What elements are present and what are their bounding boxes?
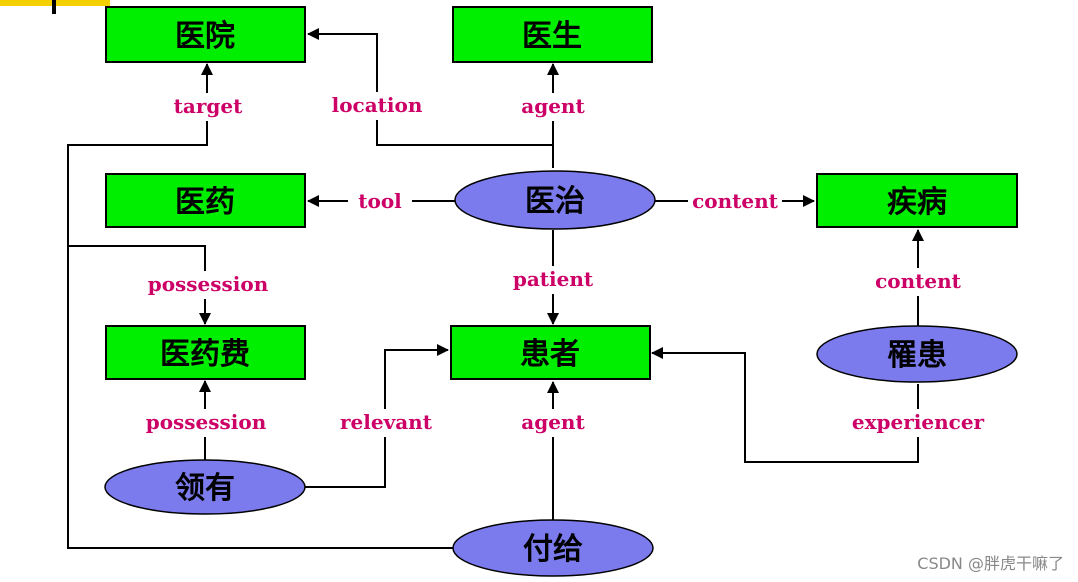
svg-text:疾病: 疾病 bbox=[887, 185, 947, 220]
label-experiencer: experiencer bbox=[852, 410, 985, 434]
label-possession-bottom: possession bbox=[146, 410, 267, 434]
label-agent-top: agent bbox=[521, 94, 585, 118]
svg-text:患者: 患者 bbox=[520, 337, 580, 372]
node-yizhi: 医治 bbox=[454, 170, 656, 230]
node-yisheng: 医生 bbox=[452, 6, 653, 63]
label-content-right: content bbox=[692, 189, 779, 213]
svg-text:医药费: 医药费 bbox=[160, 337, 250, 372]
label-possession-top: possession bbox=[148, 272, 269, 296]
corner-accent-tick bbox=[52, 0, 56, 14]
node-lihuan: 罹患 bbox=[816, 325, 1018, 383]
node-jibing: 疾病 bbox=[816, 173, 1018, 228]
svg-text:领有: 领有 bbox=[175, 471, 235, 506]
label-patient: patient bbox=[513, 267, 594, 291]
node-yiyao: 医药 bbox=[105, 173, 306, 228]
label-relevant: relevant bbox=[340, 410, 433, 434]
svg-text:罹患: 罹患 bbox=[887, 338, 947, 373]
label-location: location bbox=[332, 93, 423, 117]
node-lingyou: 领有 bbox=[104, 459, 306, 515]
svg-text:医治: 医治 bbox=[525, 184, 585, 219]
svg-text:医药: 医药 bbox=[175, 185, 235, 220]
watermark: CSDN @胖虎干嘛了 bbox=[917, 554, 1064, 573]
node-yiyaofei: 医药费 bbox=[105, 325, 306, 380]
label-target: target bbox=[174, 94, 243, 118]
svg-text:医生: 医生 bbox=[522, 19, 582, 54]
svg-text:付给: 付给 bbox=[523, 532, 583, 567]
label-agent-bottom: agent bbox=[521, 410, 585, 434]
node-huanzhe: 患者 bbox=[450, 325, 651, 380]
svg-text:医院: 医院 bbox=[175, 19, 235, 54]
label-content-up: content bbox=[875, 269, 962, 293]
node-fugei: 付给 bbox=[452, 519, 654, 577]
label-tool: tool bbox=[358, 189, 402, 213]
edge-labels: target location agent tool content posse… bbox=[140, 92, 990, 437]
node-yiyuan: 医院 bbox=[105, 6, 306, 63]
